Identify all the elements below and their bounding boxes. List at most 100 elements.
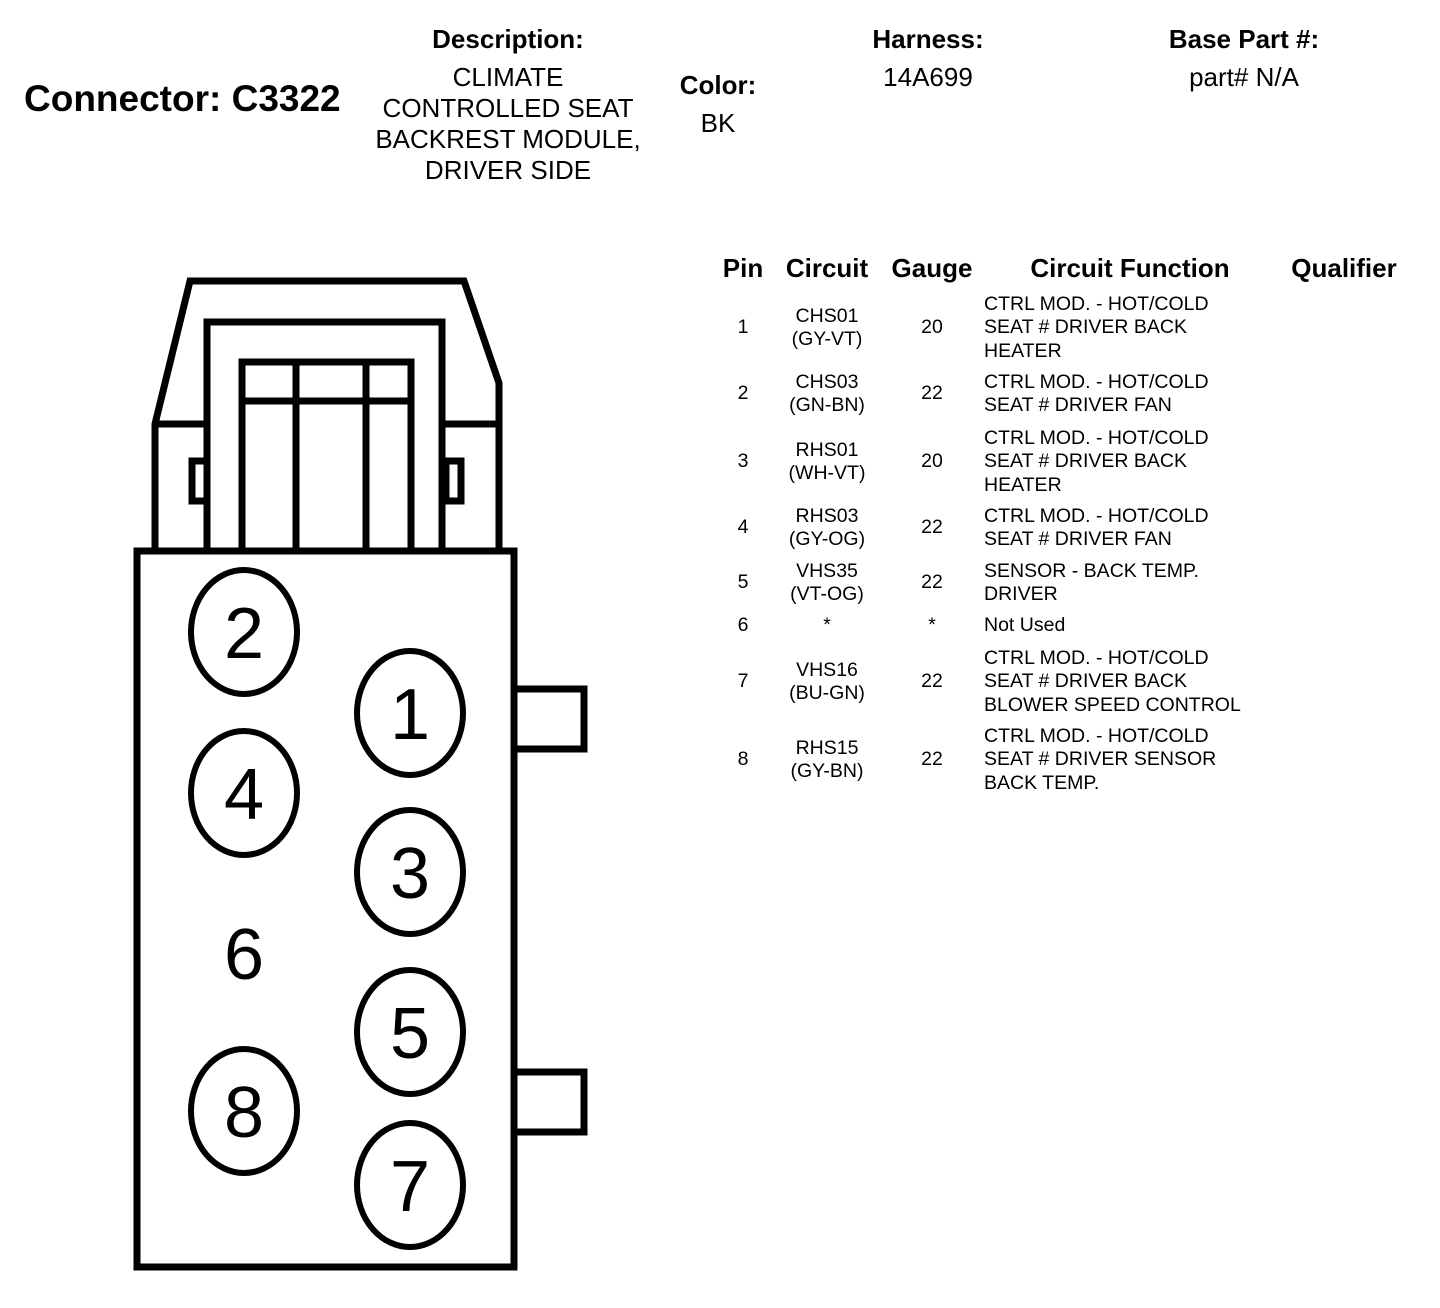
- pin-label-6: 6: [224, 915, 264, 995]
- gauge-cell: 20: [921, 450, 943, 473]
- wire-color: (GY-OG): [788, 528, 866, 550]
- connector-title: Connector: C3322: [24, 78, 341, 119]
- latch-block: [238, 358, 415, 551]
- pin-cell: 4: [737, 516, 749, 539]
- function-line: HEATER: [984, 473, 1062, 496]
- function-line: SEAT # DRIVER BACK: [984, 450, 1188, 473]
- pin-cell: 7: [737, 670, 749, 693]
- pin-8-circle: [188, 1046, 300, 1176]
- column-header-circuit-function: Circuit Function: [1030, 253, 1230, 283]
- qualifier-cell: [1274, 292, 1414, 364]
- pin-2-circle: [188, 567, 300, 697]
- pin-7-circle: [354, 1120, 466, 1250]
- function-line: SEAT # DRIVER FAN: [984, 528, 1172, 550]
- circuit-cell: *: [774, 614, 880, 638]
- gauge-cell: *: [928, 614, 936, 637]
- function-line: CTRL MOD. - HOT/COLD: [984, 292, 1209, 315]
- function-line: Not Used: [984, 614, 1066, 637]
- base-part-label: Base Part #:: [1168, 24, 1320, 54]
- pin-cell: 6: [737, 614, 749, 637]
- function-cell: SENSOR - BACK TEMP.DRIVER: [984, 559, 1284, 607]
- gauge-cell: 22: [921, 670, 943, 693]
- pin-cell: 3: [737, 450, 749, 473]
- gauge-cell: 22: [921, 382, 943, 405]
- wire-color: (GY-BN): [790, 760, 864, 782]
- pin-cell: 5: [737, 571, 749, 594]
- pin-label-7: 7: [390, 1147, 430, 1227]
- column-header-qualifier: Qualifier: [1291, 253, 1397, 283]
- function-line: SEAT # DRIVER BACK: [984, 316, 1188, 339]
- function-line: BACK TEMP.: [984, 771, 1100, 794]
- circuit-id: RHS03: [795, 504, 859, 527]
- qualifier-cell: [1274, 504, 1414, 552]
- function-line: SEAT # DRIVER FAN: [984, 394, 1172, 416]
- wire-color: (GY-VT): [791, 328, 863, 350]
- pin-3-circle: [354, 807, 466, 937]
- pin-label-4: 4: [224, 755, 264, 835]
- description-label: Description:: [432, 24, 584, 54]
- function-line: SENSOR - BACK TEMP.: [984, 559, 1199, 582]
- function-cell: Not Used: [984, 614, 1284, 638]
- qualifier-cell: [1274, 426, 1414, 498]
- pin-1-circle: [354, 648, 466, 778]
- column-header-pin: Pin: [722, 253, 764, 283]
- circuit-cell: VHS35(VT-OG): [774, 559, 880, 607]
- table-row: 5 VHS35(VT-OG) 22 SENSOR - BACK TEMP.DRI…: [700, 559, 1420, 607]
- gauge-cell: 22: [921, 571, 943, 594]
- gauge-cell: 22: [921, 516, 943, 539]
- circuit-id: RHS01: [795, 438, 859, 461]
- function-line: HEATER: [984, 339, 1062, 362]
- wire-color: (GN-BN): [789, 394, 865, 416]
- latch-housing-outer: [151, 277, 503, 551]
- side-tab-upper: [514, 685, 588, 753]
- description-line: CLIMATE: [452, 62, 564, 92]
- circuit-id: CHS01: [795, 304, 859, 327]
- pin-label-3: 3: [390, 834, 430, 914]
- pin-cell: 2: [737, 382, 749, 405]
- wire-color: (WH-VT): [788, 462, 866, 484]
- circuit-cell: RHS03(GY-OG): [774, 504, 880, 552]
- side-tab-lower: [514, 1068, 588, 1136]
- pin-5-circle: [354, 967, 466, 1097]
- pin-label-8: 8: [224, 1073, 264, 1153]
- function-line: SEAT # DRIVER SENSOR: [984, 748, 1217, 771]
- function-line: CTRL MOD. - HOT/COLD: [984, 646, 1209, 669]
- circuit-id: VHS35: [796, 559, 858, 582]
- qualifier-cell: [1274, 646, 1414, 718]
- qualifier-cell: [1274, 614, 1414, 638]
- latch-housing-inner: [203, 318, 446, 551]
- pin-4-circle: [188, 728, 300, 858]
- circuit-cell: RHS01(WH-VT): [774, 426, 880, 498]
- description-line: BACKREST MODULE,: [375, 124, 641, 154]
- circuit-cell: RHS15(GY-BN): [774, 724, 880, 796]
- table-row: 6 * * Not Used: [700, 614, 1420, 638]
- function-line: DRIVER: [984, 583, 1058, 605]
- notch-left: [188, 457, 211, 505]
- pin-cell: 1: [737, 316, 749, 339]
- qualifier-cell: [1274, 559, 1414, 607]
- circuit-cell: CHS03(GN-BN): [774, 370, 880, 418]
- description-line: CONTROLLED SEAT: [382, 93, 634, 123]
- harness-label: Harness:: [872, 24, 984, 54]
- description-line: DRIVER SIDE: [424, 155, 592, 185]
- qualifier-cell: [1274, 370, 1414, 418]
- wire-color: (BU-GN): [789, 682, 865, 704]
- gauge-cell: 20: [921, 316, 943, 339]
- qualifier-cell: [1274, 724, 1414, 796]
- circuit-id: *: [823, 614, 831, 637]
- color-value: BK: [700, 108, 736, 138]
- notch-right: [442, 457, 465, 505]
- harness-value: 14A699: [883, 62, 973, 92]
- connector-body: [133, 547, 518, 1271]
- pin-cell: 8: [737, 748, 749, 771]
